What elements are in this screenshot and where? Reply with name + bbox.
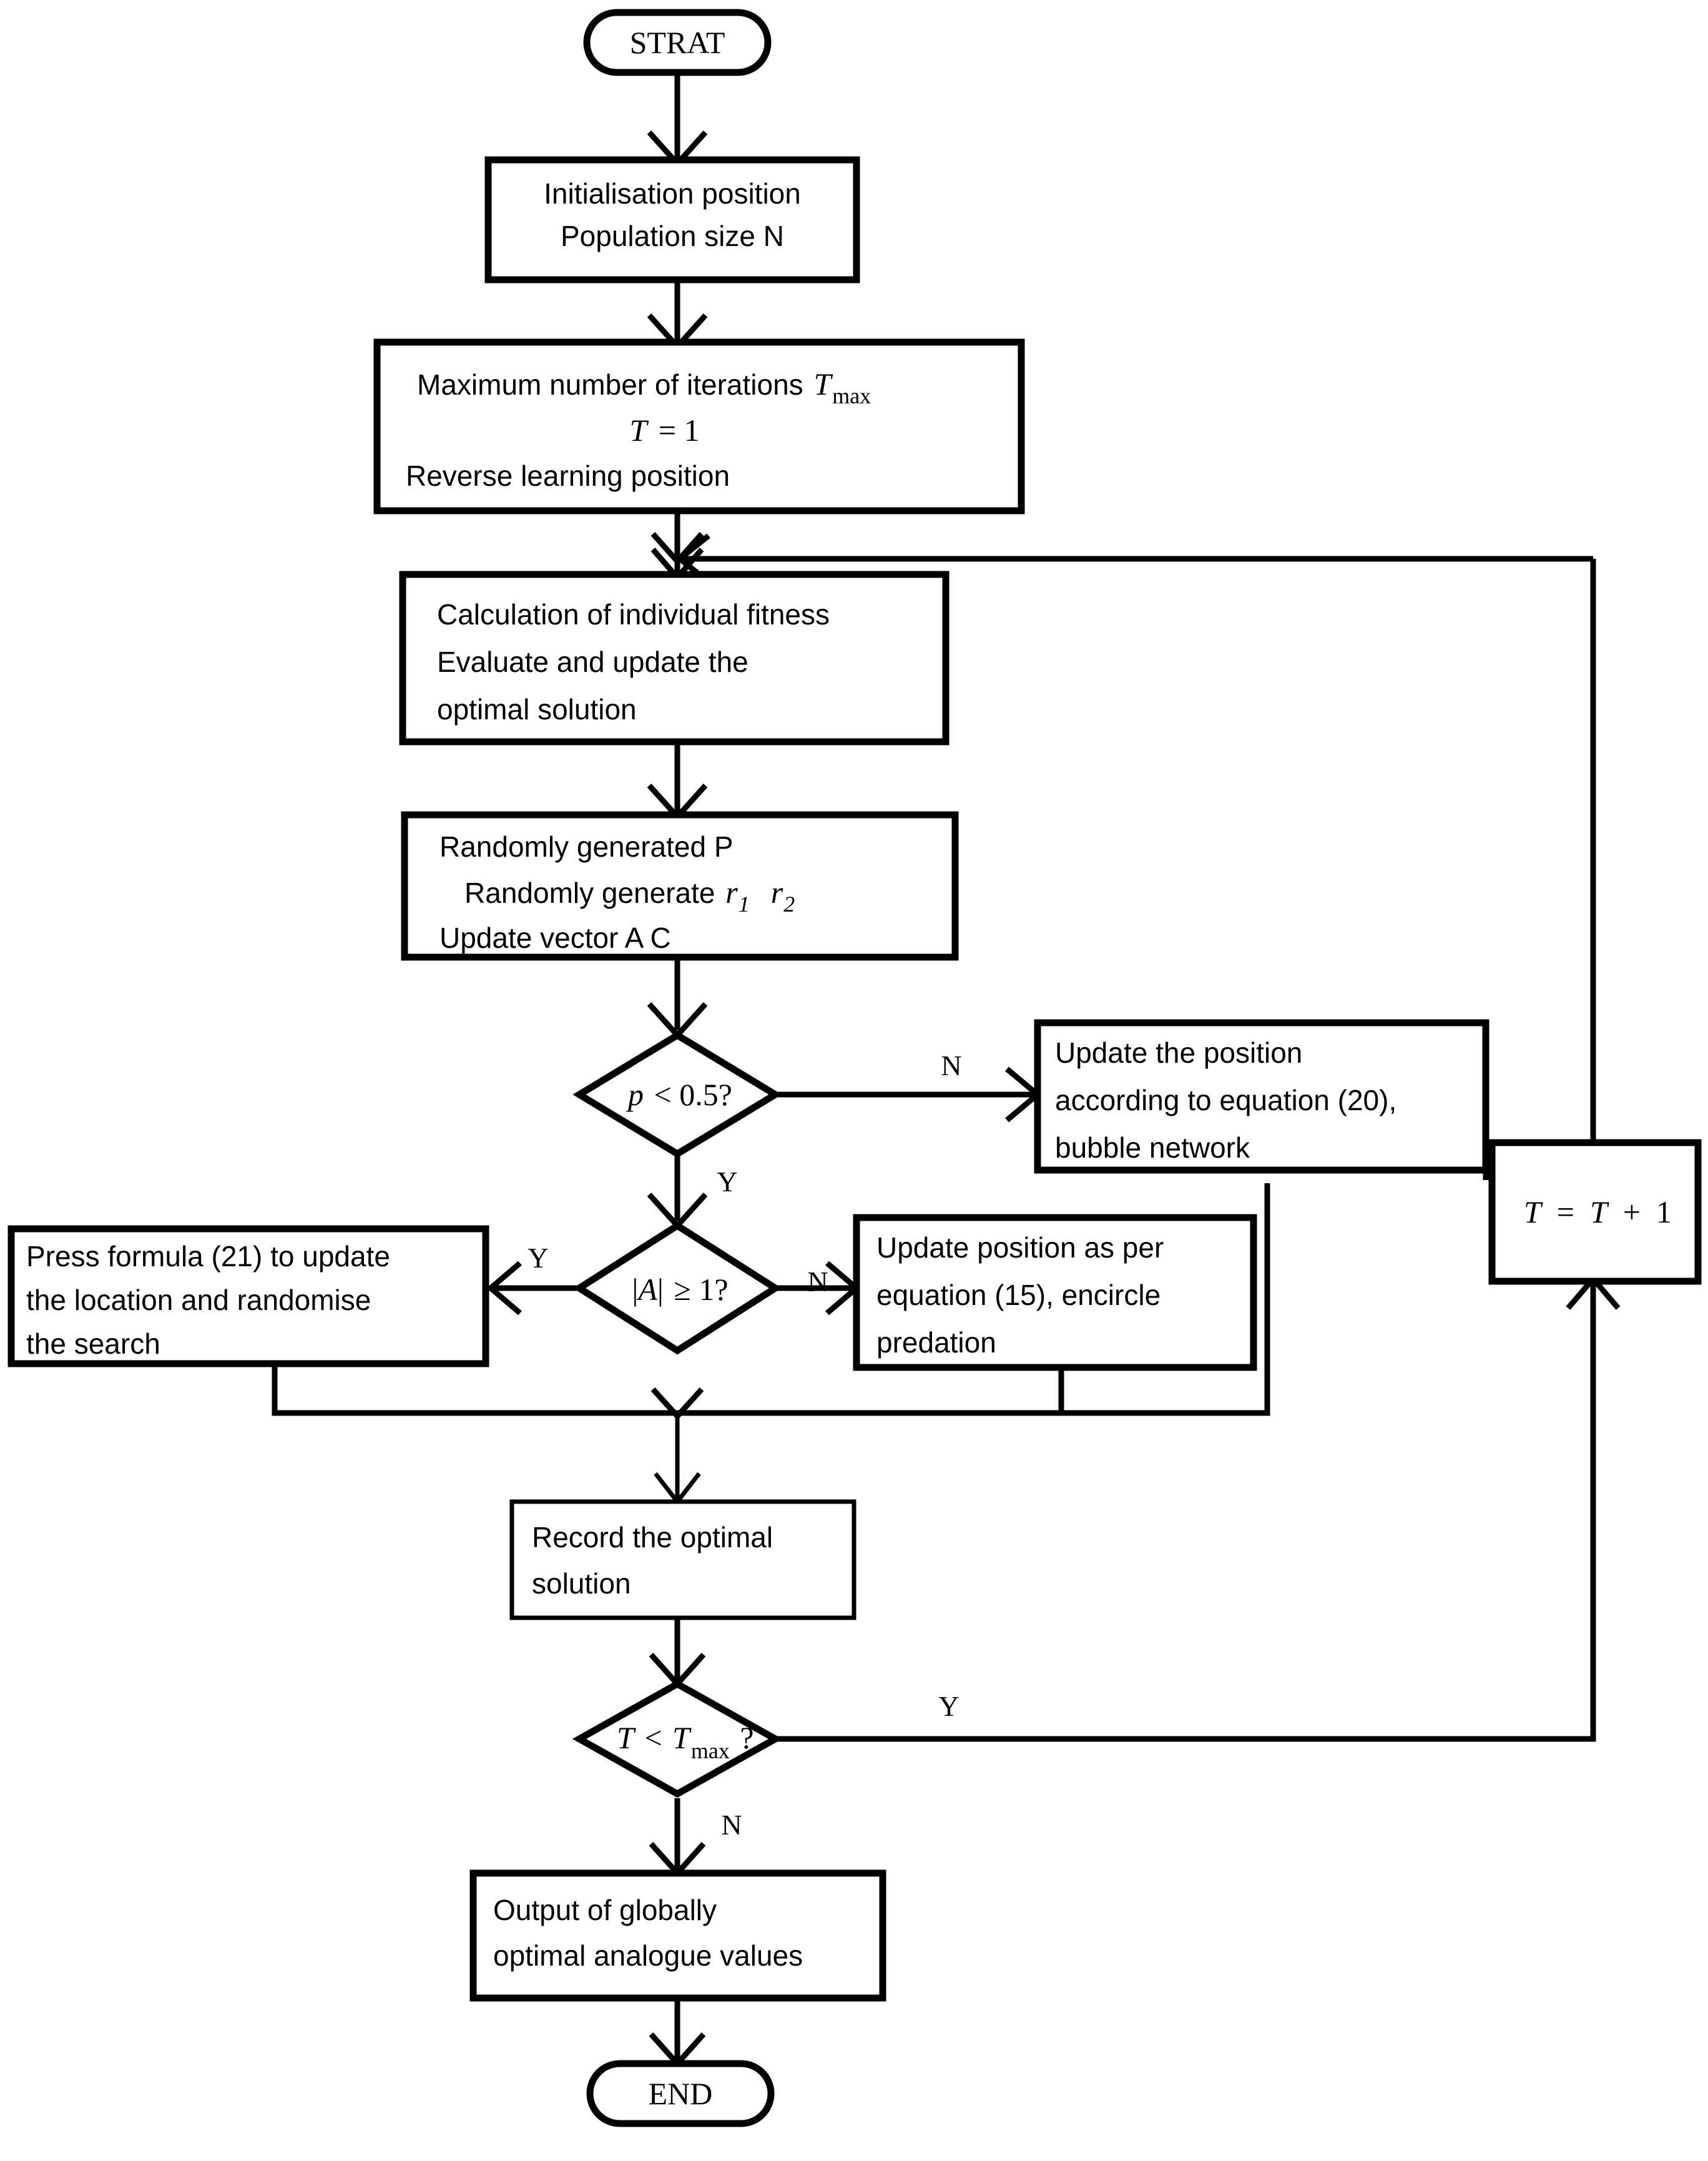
edge-label-p-no: N bbox=[941, 1050, 961, 1081]
decision-p-var: p bbox=[626, 1077, 644, 1112]
end-label: END bbox=[649, 2076, 713, 2111]
edge-encircle-to-merge bbox=[677, 1367, 1064, 1416]
maxiter-line2-lhs: T bbox=[629, 413, 649, 448]
record-box-shape bbox=[509, 1499, 856, 1620]
node-random[interactable]: Randomly generated P Randomly generate r… bbox=[401, 811, 959, 961]
edge-press-formula-to-merge bbox=[272, 1364, 677, 1416]
init-line-1: Initialisation position bbox=[544, 177, 801, 210]
decision-a-label: |A| ≥ 1? bbox=[607, 1272, 747, 1307]
edge-bubble-to-merge bbox=[677, 1183, 1270, 1416]
bubble-line-1: Update the position bbox=[1055, 1036, 1302, 1069]
edge-label-a-no: N bbox=[807, 1266, 828, 1297]
random-line2-sub1: 1 bbox=[739, 892, 750, 917]
press-formula-box-shape bbox=[7, 1225, 489, 1367]
maxiter-line-1: Maximum number of iterations Tmax bbox=[392, 367, 890, 408]
node-init[interactable]: Initialisation position Population size … bbox=[484, 156, 860, 283]
press-formula-line-1: Press formula (21) to update bbox=[26, 1240, 390, 1272]
maxiter-line1-var: T bbox=[813, 367, 833, 401]
node-end[interactable]: END bbox=[586, 2060, 775, 2127]
output-line-2: optimal analogue values bbox=[493, 1939, 803, 1972]
node-press-formula[interactable]: Press formula (21) to update the locatio… bbox=[7, 1225, 489, 1367]
decision-p-label: p < 0.5? bbox=[603, 1077, 752, 1112]
increment-rhs-rest: + 1 bbox=[1607, 1194, 1672, 1229]
decision-t-diamond-shape bbox=[572, 1680, 783, 1798]
node-start[interactable]: STRAT bbox=[583, 9, 772, 76]
increment-rhs-var: T bbox=[1590, 1194, 1609, 1229]
node-decision-p[interactable]: p < 0.5? bbox=[572, 1031, 782, 1158]
node-encircle[interactable]: Update position as per equation (15), en… bbox=[853, 1214, 1257, 1371]
decision-p-diamond-shape bbox=[572, 1031, 782, 1158]
fitness-line-1: Calculation of individual fitness bbox=[437, 598, 830, 631]
encircle-line-2: equation (15), encircle bbox=[876, 1279, 1161, 1311]
random-line2-var2: r bbox=[771, 875, 783, 910]
output-line-1: Output of globally bbox=[493, 1894, 717, 1926]
press-formula-line-2: the location and randomise bbox=[26, 1284, 371, 1316]
increment-label: T = T + 1 bbox=[1499, 1194, 1691, 1229]
maxiter-line1-sub: max bbox=[832, 383, 871, 408]
node-increment[interactable]: T = T + 1 bbox=[1488, 1139, 1702, 1285]
fitness-line-3: optimal solution bbox=[437, 693, 637, 726]
decision-t-rhs-var: T bbox=[672, 1720, 692, 1755]
bubble-line-2: according to equation (20), bbox=[1055, 1084, 1396, 1116]
arrowhead-press-formula bbox=[486, 1261, 522, 1316]
increment-lhs: T bbox=[1524, 1194, 1543, 1229]
random-line2-prefix: Randomly generate bbox=[464, 877, 723, 909]
random-line2-sub2: 2 bbox=[783, 892, 795, 917]
end-terminator-shape bbox=[586, 2060, 775, 2127]
random-box-shape bbox=[401, 811, 959, 961]
fitness-box-shape bbox=[399, 571, 950, 746]
decision-t-lhs: T bbox=[617, 1720, 636, 1755]
increment-eq: = bbox=[1541, 1194, 1590, 1229]
arrowhead-merge-fitness-top bbox=[650, 532, 704, 566]
node-decision-a[interactable]: |A| ≥ 1? bbox=[572, 1221, 782, 1355]
maxiter-box-shape bbox=[373, 338, 1025, 514]
node-bubble[interactable]: Update the position according to equatio… bbox=[1034, 1019, 1490, 1174]
decision-a-var: A bbox=[636, 1272, 657, 1307]
decision-a-abs-open: | bbox=[632, 1272, 638, 1307]
increment-box-shape bbox=[1488, 1139, 1702, 1285]
decision-a-abs-close: | bbox=[657, 1272, 664, 1307]
start-label: STRAT bbox=[630, 25, 725, 60]
decision-t-mid: < bbox=[637, 1720, 670, 1755]
random-line-3: Update vector A C bbox=[439, 922, 671, 954]
node-record[interactable]: Record the optimal solution bbox=[509, 1499, 856, 1620]
fitness-line-2: Evaluate and update the bbox=[437, 646, 748, 678]
edge-label-t-no: N bbox=[721, 1809, 742, 1841]
init-line-2: Population size N bbox=[561, 220, 784, 252]
press-formula-line-3: the search bbox=[26, 1327, 160, 1360]
encircle-line-1: Update position as per bbox=[876, 1231, 1164, 1264]
node-output[interactable]: Output of globally optimal analogue valu… bbox=[469, 1869, 886, 2002]
encircle-line-3: predation bbox=[876, 1326, 996, 1359]
maxiter-line2-rhs: = 1 bbox=[650, 413, 699, 448]
encircle-box-shape bbox=[853, 1214, 1257, 1371]
edge-label-t-yes: Y bbox=[938, 1690, 959, 1722]
decision-a-diamond-shape bbox=[572, 1221, 782, 1355]
decision-t-rest: ? bbox=[732, 1720, 754, 1755]
node-decision-t[interactable]: T < Tmax ? bbox=[572, 1680, 783, 1798]
decision-t-label: T < Tmax ? bbox=[592, 1720, 773, 1763]
random-line-1: Randomly generated P bbox=[439, 830, 734, 863]
decision-p-rest: < 0.5? bbox=[646, 1077, 732, 1112]
random-line2-var1: r bbox=[725, 875, 738, 910]
edge-label-a-yes: Y bbox=[528, 1242, 548, 1274]
node-maxiter[interactable]: Maximum number of iterations Tmax T = 1 … bbox=[373, 338, 1025, 514]
maxiter-line-2: T = 1 bbox=[604, 413, 719, 448]
bubble-line-3: bubble network bbox=[1055, 1131, 1250, 1164]
maxiter-line1-prefix: Maximum number of iterations bbox=[417, 368, 811, 401]
bubble-box-shape bbox=[1034, 1019, 1490, 1174]
decision-t-rhs-sub: max bbox=[691, 1738, 730, 1763]
output-box-shape bbox=[469, 1869, 886, 2002]
node-fitness[interactable]: Calculation of individual fitness Evalua… bbox=[399, 571, 950, 746]
init-box-shape bbox=[484, 156, 860, 283]
edge-label-p-yes: Y bbox=[717, 1166, 737, 1198]
decision-a-rest: ≥ 1? bbox=[666, 1272, 729, 1307]
start-terminator-shape bbox=[583, 9, 772, 76]
maxiter-line-3: Reverse learning position bbox=[406, 460, 730, 492]
record-line-2: solution bbox=[532, 1567, 631, 1600]
edge-decision-t-yes bbox=[774, 1281, 1596, 1742]
record-line-1: Record the optimal bbox=[532, 1521, 773, 1553]
